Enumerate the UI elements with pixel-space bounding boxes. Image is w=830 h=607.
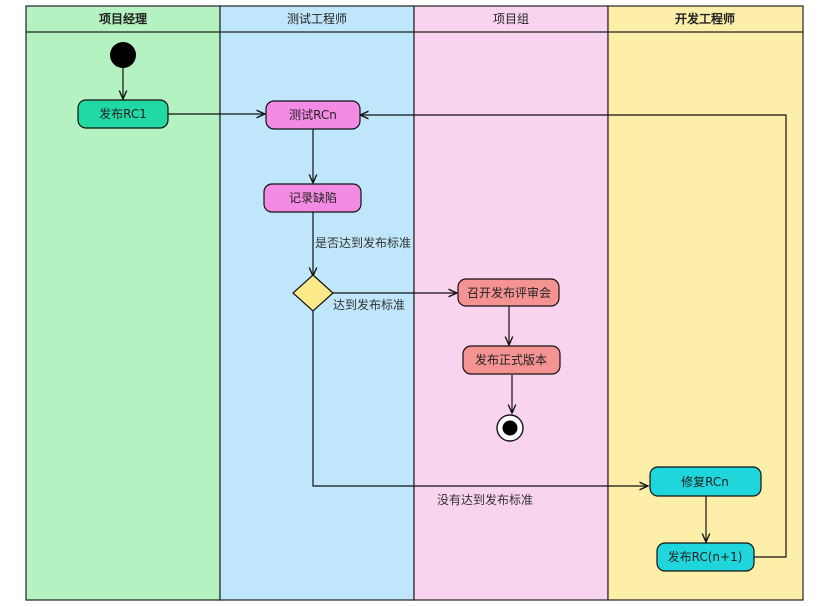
node-record-defect[interactable]: 记录缺陷 bbox=[263, 183, 362, 213]
node-label-review-meeting: 召开发布评审会 bbox=[467, 285, 551, 300]
node-review-meeting[interactable]: 召开发布评审会 bbox=[457, 278, 560, 307]
node-test-rcn[interactable]: 测试RCn bbox=[265, 100, 361, 130]
end-node bbox=[496, 414, 524, 442]
node-label-release-final: 发布正式版本 bbox=[475, 352, 547, 367]
start-node bbox=[110, 42, 136, 68]
lane-title-project-team: 项目组 bbox=[493, 12, 529, 26]
edge-release-rcn1-loop-to-test bbox=[360, 115, 787, 558]
node-release-rcn1[interactable]: 发布RC(n+1) bbox=[656, 542, 755, 572]
node-label-test-rcn: 测试RCn bbox=[289, 107, 337, 122]
node-label-release-rc1: 发布RC1 bbox=[99, 106, 147, 121]
node-label-release-rcn1: 发布RC(n+1) bbox=[668, 549, 743, 564]
node-release-final[interactable]: 发布正式版本 bbox=[462, 345, 561, 375]
edge-label-fail: 没有达到发布标准 bbox=[437, 492, 533, 507]
edge-label-pass: 达到发布标准 bbox=[333, 297, 405, 312]
lane-title-test-engineer: 测试工程师 bbox=[287, 11, 347, 26]
node-label-fix-rcn: 修复RCn bbox=[681, 474, 729, 489]
edge-label-check: 是否达到发布标准 bbox=[315, 235, 411, 250]
lane-title-dev-engineer: 开发工程师 bbox=[675, 11, 735, 26]
node-label-record-defect: 记录缺陷 bbox=[289, 190, 337, 205]
node-fix-rcn[interactable]: 修复RCn bbox=[649, 466, 762, 497]
decision-diamond[interactable] bbox=[292, 274, 334, 312]
lane-title-project-manager: 项目经理 bbox=[99, 11, 147, 26]
node-release-rc1[interactable]: 发布RC1 bbox=[77, 99, 169, 129]
edge-decision-to-fix bbox=[312, 310, 648, 486]
